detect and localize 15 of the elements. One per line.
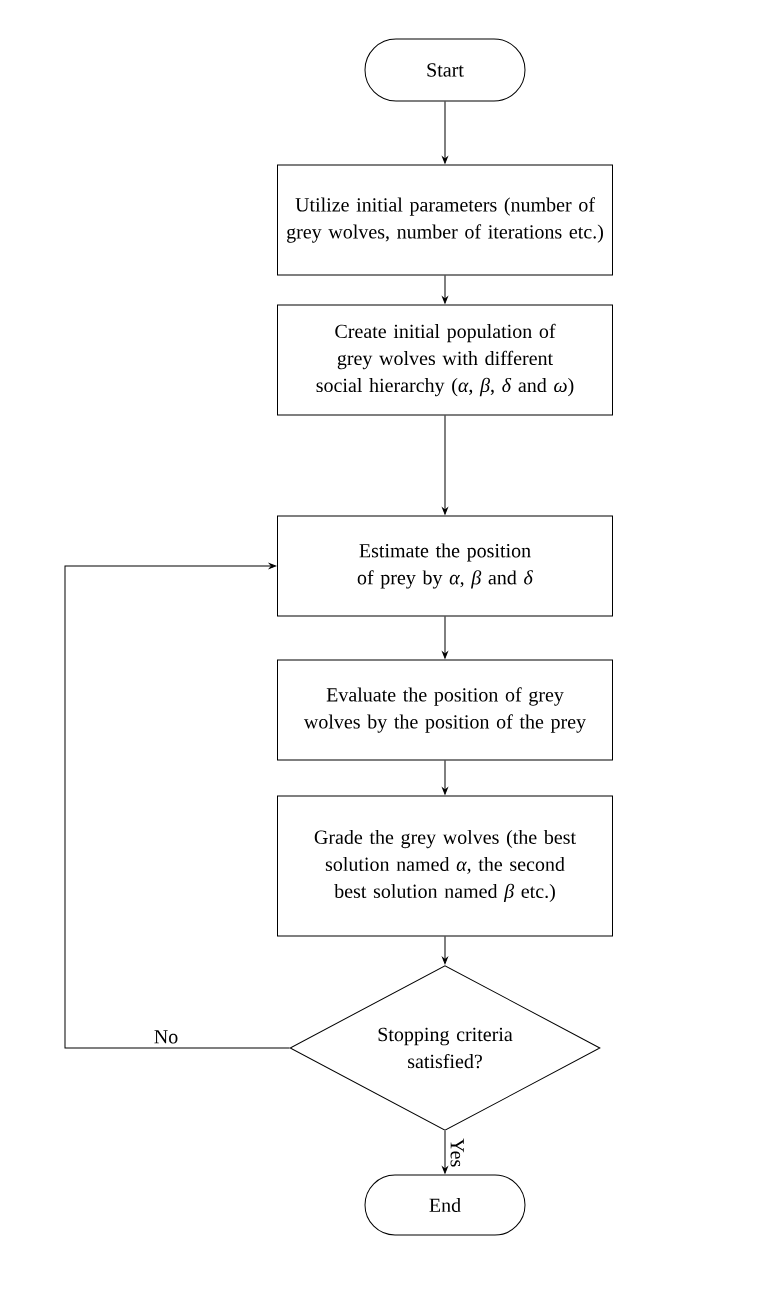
edge-label: Yes: [450, 1138, 464, 1167]
arrow: [64, 563, 290, 1049]
arrow: [442, 275, 448, 304]
process-box: Create initial population of grey wolves with different social hierarchy (α, β, δ and ω): [277, 304, 613, 416]
process-box: Utilize initial parameters (number of grey wolves, number of iterations etc.): [277, 164, 613, 276]
process-box: Evaluate the position of grey wolves by the position of the prey: [277, 659, 613, 761]
process-box: Estimate the position of prey by α, β and δ: [277, 515, 613, 617]
arrow: [442, 616, 448, 659]
arrow: [442, 1130, 448, 1174]
edge-label: No: [154, 1030, 178, 1044]
arrow: [442, 415, 448, 515]
process-box: Grade the grey wolves (the best solution named α, the second best solution named β etc.): [277, 795, 613, 937]
arrow: [442, 760, 448, 795]
arrow: [442, 936, 448, 965]
arrow: [442, 101, 448, 164]
